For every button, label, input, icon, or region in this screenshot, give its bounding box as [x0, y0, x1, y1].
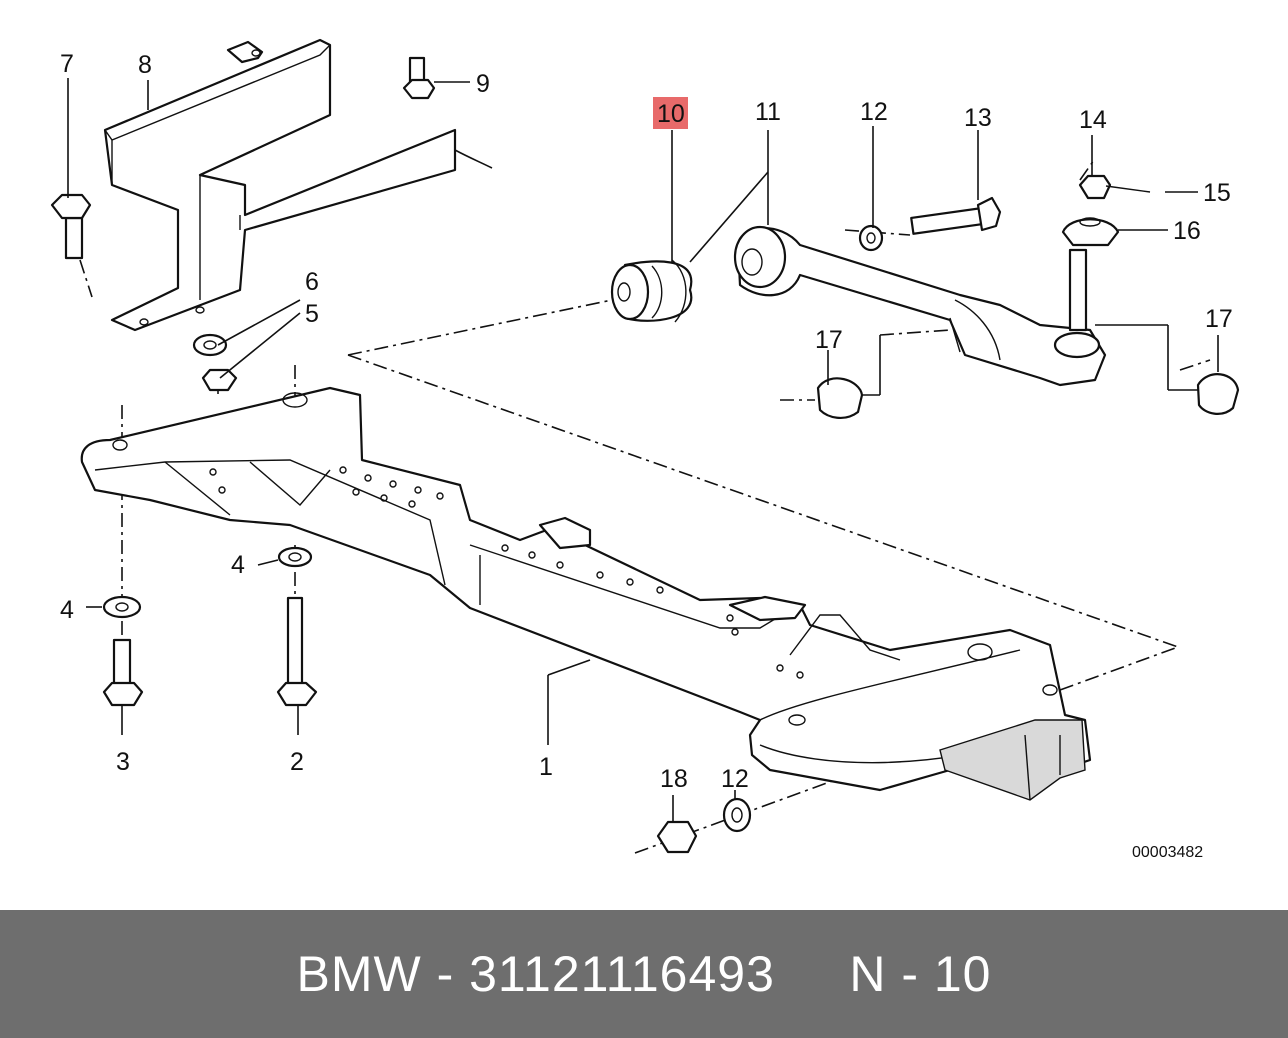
control-arm-part-11 — [733, 225, 1107, 387]
part-number-text: BMW - 31121116493 N - 10 — [296, 946, 992, 1002]
callout-7: 7 — [60, 50, 74, 78]
callout-9: 9 — [476, 70, 490, 98]
callout-18: 18 — [660, 765, 688, 793]
fasteners — [50, 56, 1002, 854]
callout-3: 3 — [116, 748, 130, 776]
callout-4-middle: 4 — [231, 551, 245, 579]
part-number-footer: BMW - 31121116493 N - 10 — [0, 910, 1288, 1038]
callout-10: 10 — [657, 100, 685, 128]
leader-lines — [67, 78, 1219, 822]
callout-10-highlight — [653, 97, 688, 129]
bracket-part-8 — [103, 38, 493, 332]
callout-labels: 7 8 9 6 5 4 4 3 2 1 10 11 12 13 14 15 16… — [60, 50, 1233, 861]
callout-15: 15 — [1203, 179, 1231, 207]
callout-12-upper: 12 — [860, 98, 888, 126]
callout-17-left: 17 — [815, 326, 843, 354]
bump-stops — [816, 174, 1240, 419]
callout-11: 11 — [755, 98, 781, 126]
subframe-part-1 — [80, 386, 1092, 801]
callout-12-lower: 12 — [721, 765, 749, 793]
callout-4-left: 4 — [60, 596, 74, 624]
callout-16: 16 — [1173, 217, 1201, 245]
callout-17-right: 17 — [1205, 305, 1233, 333]
diagram-reference-number: 00003482 — [1132, 844, 1203, 861]
callout-13: 13 — [964, 104, 992, 132]
callout-6: 6 — [305, 268, 319, 296]
callout-8: 8 — [138, 51, 152, 79]
callout-2: 2 — [290, 748, 304, 776]
callout-14: 14 — [1079, 106, 1107, 134]
callout-5: 5 — [305, 300, 319, 328]
parts-diagram: 7 8 9 6 5 4 4 3 2 1 10 11 12 13 14 15 16… — [50, 38, 1240, 861]
callout-1: 1 — [539, 753, 553, 781]
bushing-part-10 — [610, 259, 693, 323]
